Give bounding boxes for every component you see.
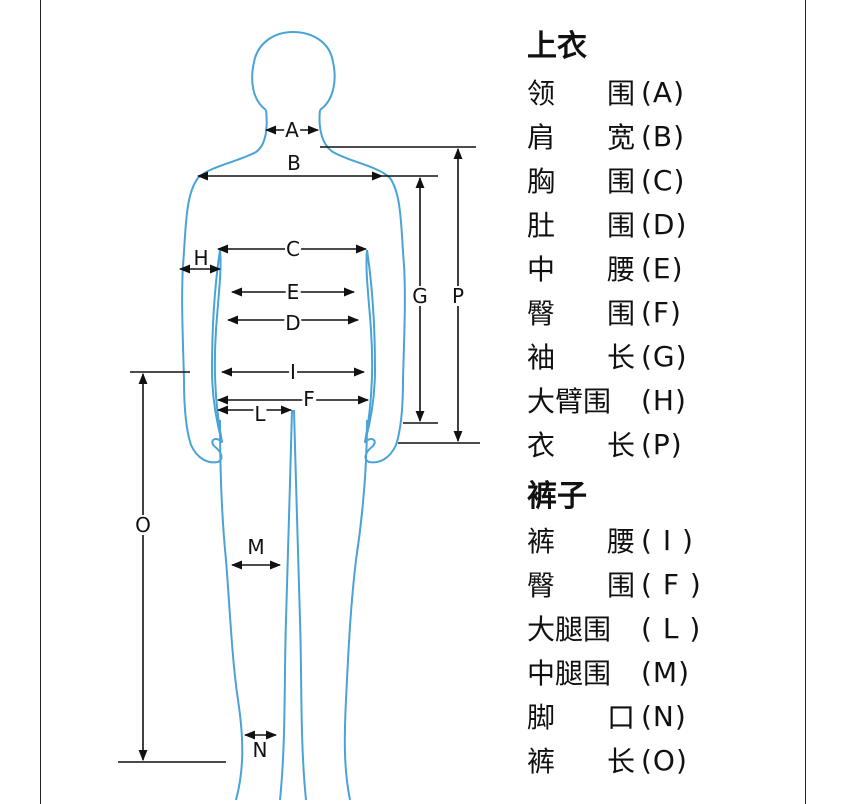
legend-code: (D)	[641, 207, 688, 241]
legend-row: 领围(A)	[527, 70, 807, 114]
legend-code: (B)	[641, 119, 686, 153]
left-inner-arm	[211, 249, 223, 443]
legend-name: 脚口	[527, 701, 635, 734]
label-B: B	[286, 151, 302, 175]
legend-code: (O)	[641, 743, 688, 777]
head-outline	[251, 31, 336, 111]
legend-code: (C)	[641, 163, 686, 197]
legend-name: 肚围	[527, 209, 635, 242]
label-P: P	[450, 284, 466, 308]
section-title-top: 上衣	[527, 29, 587, 64]
legend-code: (N)	[641, 699, 687, 733]
legend-row: 大臂围 (H)	[527, 378, 807, 422]
label-C: C	[285, 237, 301, 261]
legend-row: 肚围(D)	[527, 202, 807, 246]
legend-row: 中腰(E)	[527, 246, 807, 290]
legend-name: 大臂围	[527, 385, 612, 418]
legend-name: 胸围	[527, 165, 635, 198]
measurement-legend: 上衣 领围(A) 肩宽(B) 胸围(C) 肚围(D) 中腰(E) 臀围(F) 袖…	[527, 30, 807, 782]
body-outline	[181, 31, 406, 800]
legend-name: 大腿围	[527, 613, 612, 646]
legend-code: ( I )	[641, 523, 694, 557]
legend-name: 臀围	[527, 297, 635, 330]
legend-row: 中腿围 (M)	[527, 650, 807, 694]
legend-code: (A)	[641, 75, 686, 109]
measurement-lines	[118, 125, 480, 763]
legend-code: (F)	[641, 295, 682, 329]
page-frame	[40, 0, 806, 804]
legend-code: (H)	[641, 383, 687, 417]
legend-row: 大腿围 ( L )	[527, 606, 807, 650]
label-D: D	[284, 311, 302, 335]
right-body-outline	[318, 109, 406, 800]
label-G: G	[411, 284, 429, 308]
legend-row: 脚口(N)	[527, 694, 807, 738]
legend-row: 袖长(G)	[527, 334, 807, 378]
legend-code: ( L )	[641, 611, 702, 645]
legend-name: 裤长	[527, 745, 635, 778]
label-A: A	[284, 118, 300, 142]
legend-name: 中腿围	[527, 657, 612, 690]
legend-name: 裤腰	[527, 525, 635, 558]
legend-code: (P)	[641, 427, 683, 461]
section-title-pants: 裤子	[527, 479, 587, 514]
inseam-right	[293, 409, 307, 800]
right-inner-arm	[364, 249, 376, 443]
label-L: L	[253, 402, 267, 426]
legend-code: (M)	[641, 655, 691, 689]
legend-name: 中腰	[527, 253, 635, 286]
legend-row: 裤长(O)	[527, 738, 807, 782]
legend-code: (E)	[641, 251, 684, 285]
legend-name: 领围	[527, 77, 635, 110]
legend-name: 肩宽	[527, 121, 635, 154]
legend-name: 臀围	[527, 569, 635, 602]
legend-code: ( F )	[641, 567, 702, 601]
legend-row: 臀围( F )	[527, 562, 807, 606]
legend-row: 裤腰( I )	[527, 518, 807, 562]
label-E: E	[285, 280, 301, 304]
legend-row: 臀围(F)	[527, 290, 807, 334]
label-I: I	[289, 360, 297, 384]
label-N: N	[252, 738, 268, 762]
legend-name: 袖长	[527, 341, 635, 374]
legend-row: 肩宽(B)	[527, 114, 807, 158]
label-M: M	[247, 535, 265, 559]
legend-row: 胸围(C)	[527, 158, 807, 202]
legend-row: 衣长(P)	[527, 422, 807, 466]
label-O: O	[134, 513, 152, 537]
inseam	[279, 409, 293, 800]
legend-code: (G)	[641, 339, 688, 373]
label-F: F	[302, 387, 316, 411]
label-H: H	[193, 246, 209, 270]
legend-name: 衣长	[527, 429, 635, 462]
left-body-outline	[181, 109, 268, 800]
